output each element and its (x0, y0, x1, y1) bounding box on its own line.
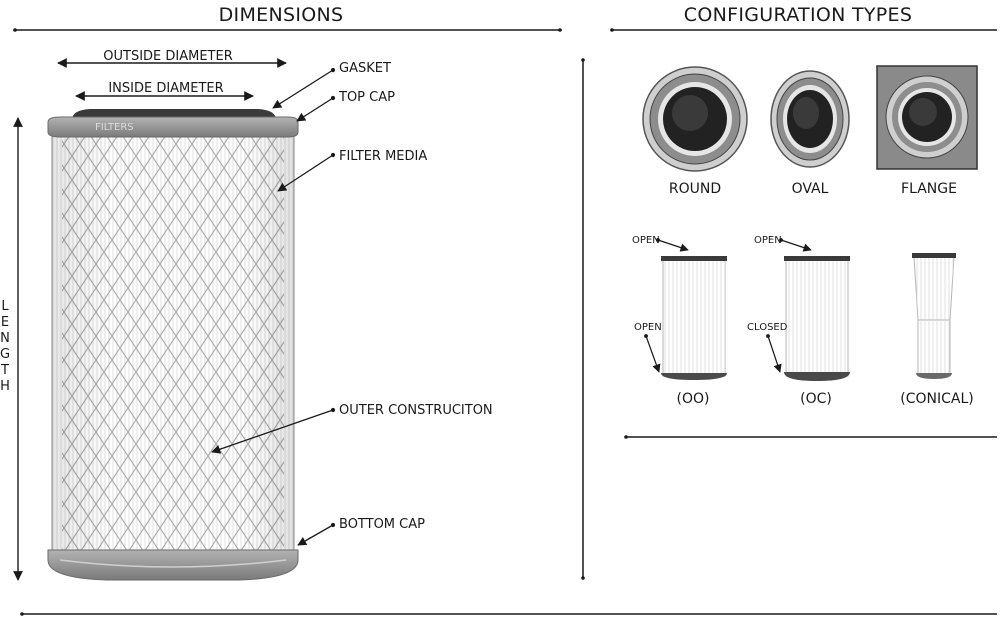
length-letter: E (1, 315, 9, 330)
bottom-cap-shape (47, 549, 299, 581)
oval-cap-icon (770, 70, 850, 168)
oc-bottom-arrow (766, 334, 782, 373)
filter-cartridge-illustration: FILTERS (47, 109, 299, 581)
bottom-cap-highlight (59, 559, 287, 568)
oo-label: (OO) (677, 391, 710, 407)
oo-top-arrow (656, 238, 689, 252)
inside-diameter-label: INSIDE DIAMETER (108, 81, 223, 96)
rule-end-dot (558, 28, 562, 32)
bottom-cap-callout-label: BOTTOM CAP (339, 517, 425, 532)
top-cap-shape (47, 116, 299, 138)
top-cap-callout-label: TOP CAP (338, 90, 395, 105)
dimensions-panel: DIMENSIONS OUTSIDE DIAMETER INSIDE DIAME… (0, 4, 562, 581)
oc-top-arrow (779, 238, 812, 252)
rule-end-dot (581, 58, 585, 62)
oo-bottom-arrow (644, 334, 661, 373)
filter-media-callout-label: FILTER MEDIA (339, 149, 427, 164)
oc-top-note: OPEN (754, 235, 782, 246)
length-letter: T (0, 363, 9, 378)
outer-construction-callout-label: OUTER CONSTRUCITON (339, 403, 493, 418)
oc-bottom-note: CLOSED (747, 322, 788, 333)
conical-filter-icon (912, 253, 956, 379)
gasket-callout-arrow (272, 67, 336, 109)
flange-cap-icon (876, 65, 978, 170)
round-cap-icon (642, 66, 748, 172)
dimensions-heading: DIMENSIONS (219, 4, 344, 26)
flange-label: FLANGE (901, 181, 957, 197)
length-label: L E N G T H (0, 299, 10, 394)
round-label: ROUND (669, 181, 721, 197)
configuration-panel: CONFIGURATION TYPES ROUND OVAL (610, 4, 997, 439)
length-letter: H (0, 379, 10, 394)
rule-end-dot (581, 576, 585, 580)
oo-bottom-note: OPEN (634, 322, 662, 333)
conical-label: (CONICAL) (900, 391, 973, 407)
filter-shading (52, 128, 294, 558)
top-cap-callout-arrow (296, 95, 336, 122)
open-open-filter-icon (661, 256, 727, 380)
length-letter: L (1, 299, 9, 314)
rule-end-dot (610, 28, 614, 32)
outside-diameter-label: OUTSIDE DIAMETER (103, 49, 233, 64)
rule-end-dot (20, 612, 24, 616)
length-letter: G (0, 347, 10, 362)
oval-label: OVAL (792, 181, 829, 197)
bottom-cap-callout-arrow (297, 522, 336, 546)
brand-mark: FILTERS (95, 122, 134, 133)
filter-media-callout-arrow (277, 152, 336, 192)
rule-end-dot (13, 28, 17, 32)
rule-end-dot (624, 435, 628, 439)
open-closed-filter-icon (784, 256, 850, 381)
oc-label: (OC) (800, 391, 832, 407)
gasket-callout-label: GASKET (339, 61, 391, 76)
configuration-heading: CONFIGURATION TYPES (684, 4, 912, 26)
length-letter: N (0, 331, 10, 346)
oo-top-note: OPEN (632, 235, 660, 246)
outer-construction-callout-arrow (211, 407, 336, 454)
